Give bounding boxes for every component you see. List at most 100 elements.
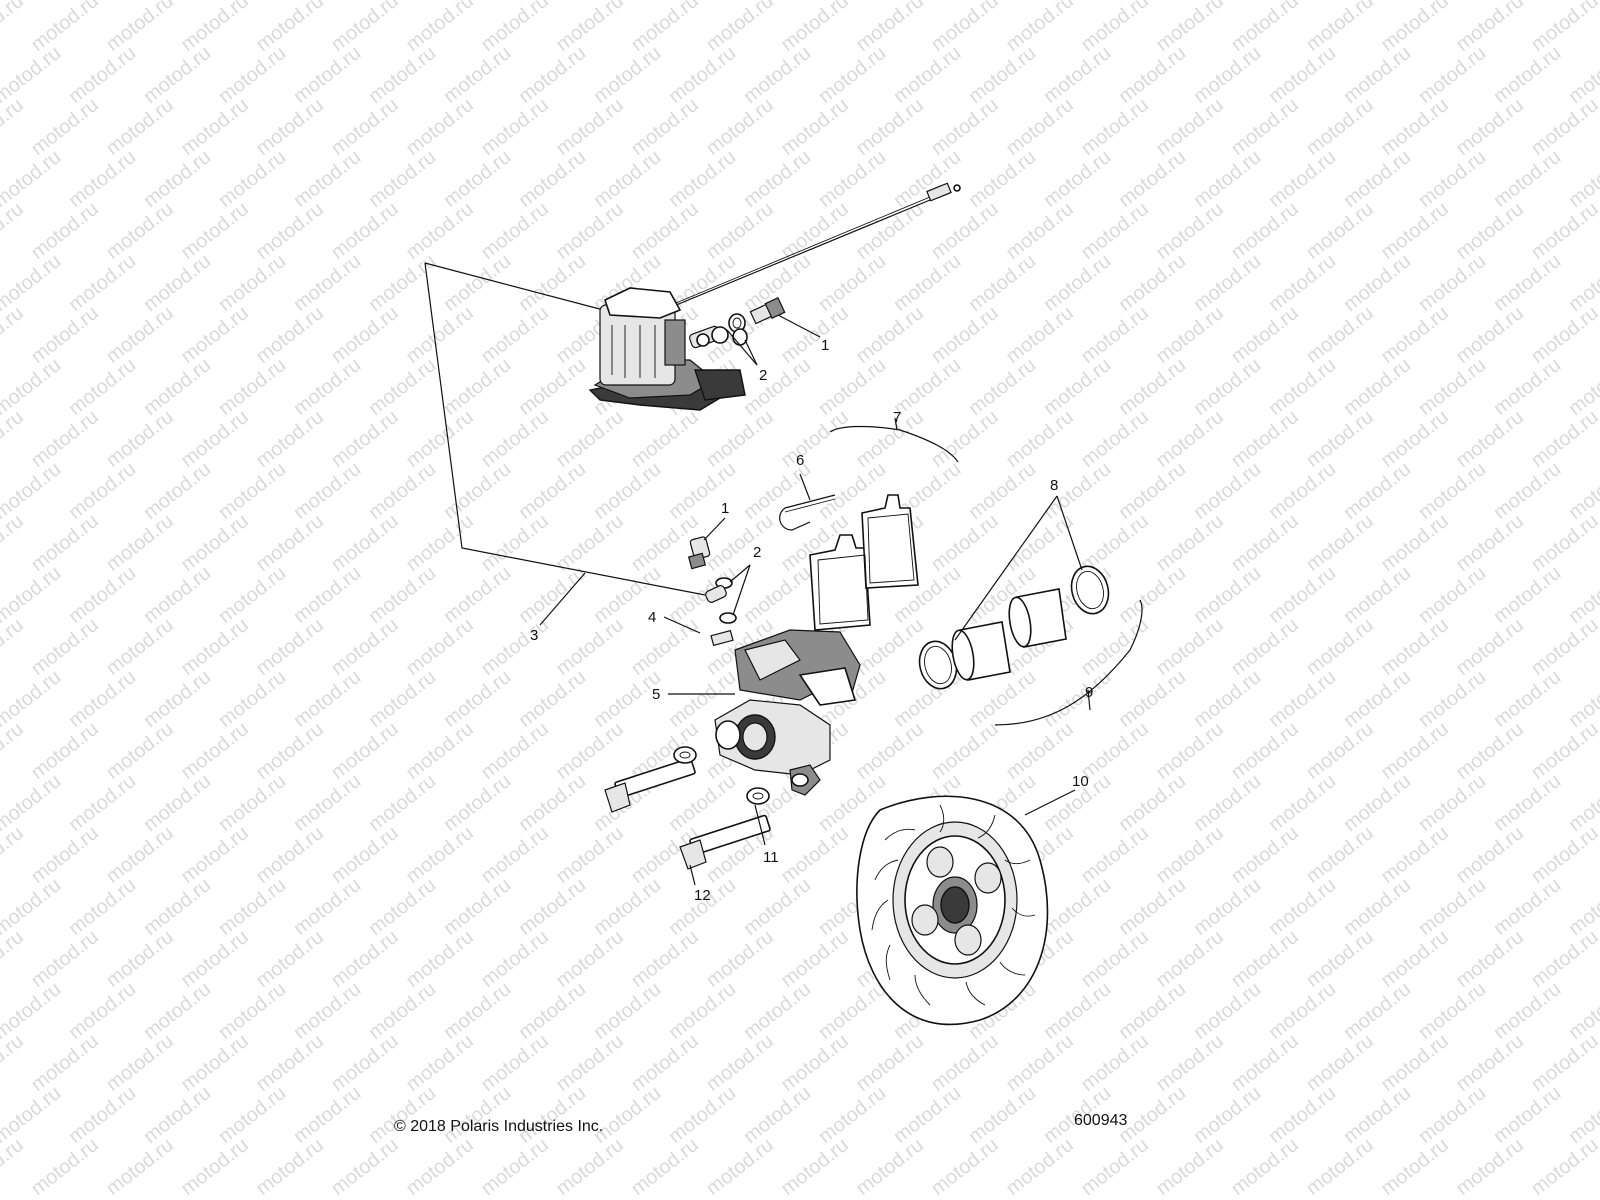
watermark-text: motod.ru	[552, 822, 628, 888]
watermark-text: motod.ru	[852, 1030, 928, 1096]
watermark-text: motod.ru	[65, 146, 141, 212]
watermark-text: motod.ru	[290, 354, 366, 420]
watermark-text: motod.ru	[252, 406, 328, 472]
watermark-text: motod.ru	[0, 406, 28, 472]
watermark-text: motod.ru	[1302, 926, 1378, 992]
watermark-text: motod.ru	[1565, 666, 1600, 732]
copyright-notice: © 2018 Polaris Industries Inc.	[394, 1118, 604, 1135]
watermark-text: motod.ru	[740, 1082, 816, 1148]
watermark-text: motod.ru	[927, 718, 1003, 784]
watermark-text: motod.ru	[665, 1082, 741, 1148]
watermark-text: motod.ru	[1415, 666, 1491, 732]
watermark-text: motod.ru	[702, 1030, 778, 1096]
watermark-text: motod.ru	[1527, 302, 1600, 368]
callout-1-top: 1	[821, 337, 829, 354]
watermark-text: motod.ru	[777, 1134, 853, 1200]
watermark-text: motod.ru	[515, 458, 591, 524]
watermark-text: motod.ru	[477, 1134, 553, 1200]
watermark-text: motod.ru	[140, 250, 216, 316]
watermark-text: motod.ru	[627, 614, 703, 680]
watermark-text: motod.ru	[327, 94, 403, 160]
watermark-text: motod.ru	[1040, 874, 1116, 940]
watermark-text: motod.ru	[515, 1082, 591, 1148]
watermark-text: motod.ru	[552, 510, 628, 576]
watermark-text: motod.ru	[1190, 770, 1266, 836]
watermark-text: motod.ru	[627, 198, 703, 264]
watermark-text: motod.ru	[252, 510, 328, 576]
watermark-text: motod.ru	[890, 42, 966, 108]
watermark-text: motod.ru	[1377, 926, 1453, 992]
watermark-text: motod.ru	[1490, 562, 1566, 628]
watermark-text: motod.ru	[1340, 250, 1416, 316]
watermark-text: motod.ru	[927, 94, 1003, 160]
watermark-text: motod.ru	[1190, 250, 1266, 316]
watermark-text: motod.ru	[1265, 562, 1341, 628]
watermark-text: motod.ru	[290, 770, 366, 836]
watermark-text: motod.ru	[1565, 42, 1600, 108]
callout-5: 5	[652, 686, 660, 703]
watermark-text: motod.ru	[102, 406, 178, 472]
watermark-text: motod.ru	[1040, 978, 1116, 1044]
watermark-text: motod.ru	[65, 1082, 141, 1148]
watermark-text: motod.ru	[1152, 926, 1228, 992]
watermark-text: motod.ru	[552, 926, 628, 992]
watermark-text: motod.ru	[27, 510, 103, 576]
watermark-text: motod.ru	[440, 666, 516, 732]
watermark-text: motod.ru	[477, 1030, 553, 1096]
watermark-text: motod.ru	[1227, 1134, 1303, 1200]
watermark-text: motod.ru	[1527, 198, 1600, 264]
watermark-text: motod.ru	[27, 1134, 103, 1200]
watermark-text: motod.ru	[1115, 354, 1191, 420]
watermark-text: motod.ru	[552, 718, 628, 784]
watermark-text: motod.ru	[1227, 614, 1303, 680]
watermark-text: motod.ru	[1565, 146, 1600, 212]
watermark-text: motod.ru	[365, 354, 441, 420]
callout-1-mid: 1	[721, 500, 729, 517]
watermark-text: motod.ru	[1302, 1134, 1378, 1200]
watermark-text: motod.ru	[1340, 354, 1416, 420]
callout-9: 9	[1085, 684, 1093, 701]
watermark-text: motod.ru	[590, 458, 666, 524]
watermark-text: motod.ru	[627, 926, 703, 992]
watermark-text: motod.ru	[402, 94, 478, 160]
watermark-text: motod.ru	[440, 562, 516, 628]
watermark-text: motod.ru	[440, 770, 516, 836]
watermark-text: motod.ru	[102, 302, 178, 368]
watermark-text: motod.ru	[627, 1030, 703, 1096]
watermark-text: motod.ru	[0, 94, 28, 160]
watermark-text: motod.ru	[1527, 614, 1600, 680]
watermark-text: motod.ru	[1452, 926, 1528, 992]
callout-12: 12	[694, 887, 711, 904]
watermark-text: motod.ru	[1302, 302, 1378, 368]
watermark-text: motod.ru	[290, 146, 366, 212]
watermark-text: motod.ru	[177, 406, 253, 472]
watermark-text: motod.ru	[590, 874, 666, 940]
watermark-text: motod.ru	[890, 146, 966, 212]
watermark-text: motod.ru	[965, 458, 1041, 524]
watermark-text: motod.ru	[1190, 458, 1266, 524]
watermark-text: motod.ru	[702, 94, 778, 160]
watermark-text: motod.ru	[1377, 718, 1453, 784]
watermark-text: motod.ru	[1377, 1134, 1453, 1200]
watermark-text: motod.ru	[1377, 94, 1453, 160]
watermark-text: motod.ru	[252, 822, 328, 888]
watermark-text: motod.ru	[177, 94, 253, 160]
watermark-text: motod.ru	[1340, 42, 1416, 108]
watermark-text: motod.ru	[65, 458, 141, 524]
watermark-text: motod.ru	[65, 978, 141, 1044]
watermark-text: motod.ru	[440, 354, 516, 420]
watermark-text: motod.ru	[1152, 1134, 1228, 1200]
watermark-text: motod.ru	[177, 614, 253, 680]
watermark-text: motod.ru	[1565, 250, 1600, 316]
watermark-text: motod.ru	[27, 718, 103, 784]
watermark-text: motod.ru	[1115, 146, 1191, 212]
watermark-text: motod.ru	[27, 94, 103, 160]
watermark-text: motod.ru	[552, 614, 628, 680]
watermark-text: motod.ru	[177, 926, 253, 992]
watermark-text: motod.ru	[552, 198, 628, 264]
watermark-text: motod.ru	[1077, 926, 1153, 992]
watermark-text: motod.ru	[1302, 510, 1378, 576]
watermark-text: motod.ru	[65, 354, 141, 420]
watermark-text: motod.ru	[27, 822, 103, 888]
watermark-text: motod.ru	[1227, 198, 1303, 264]
